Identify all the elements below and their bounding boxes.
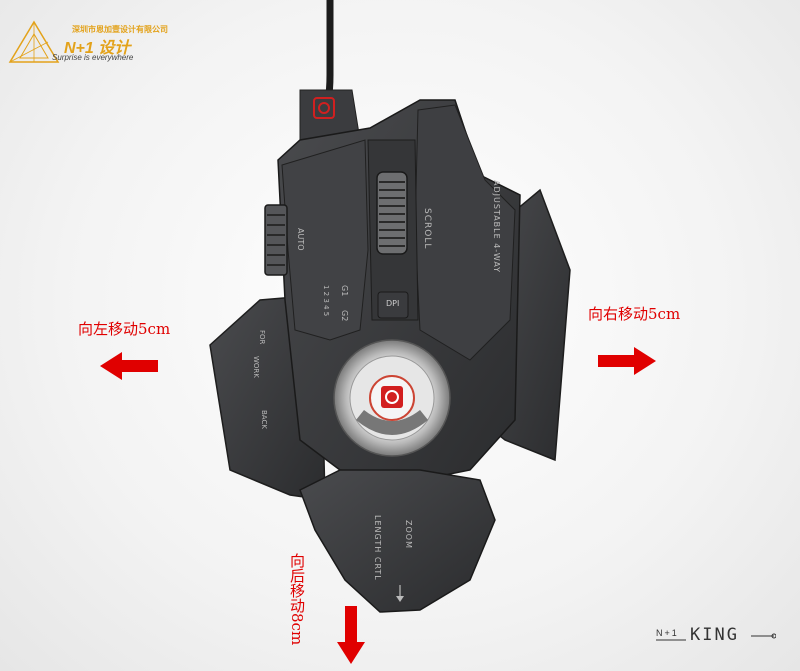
left-button xyxy=(281,139,369,341)
brand-prefix: N+1 xyxy=(656,628,679,638)
arrow-left-icon xyxy=(100,352,158,380)
company-logo: 深圳市恩加壹设计有限公司 N+1 设计 Surprise is everywhe… xyxy=(8,18,168,68)
g1-label: G1 xyxy=(340,285,349,297)
brand-name: KING xyxy=(690,625,739,645)
length-ctrl-label: LENGTH CRTL xyxy=(373,515,382,581)
mouse-cable xyxy=(324,0,334,101)
move-left-annotation: 向左移动5cm xyxy=(78,320,171,338)
zoom-label: ZOOM xyxy=(404,520,413,549)
back-label: BACK xyxy=(260,410,268,429)
logo-company-name: 深圳市恩加壹设计有限公司 xyxy=(72,25,168,34)
g2-label: G2 xyxy=(340,310,349,322)
dpi-label: DPI xyxy=(386,299,400,308)
work-label: WORK xyxy=(252,356,260,378)
move-back-annotation: 向后移动8cm xyxy=(288,553,306,646)
adjustable-label: ADJUSTABLE 4-WAY xyxy=(492,180,501,274)
auto-label: AUTO xyxy=(296,228,305,251)
forward-label: FOR xyxy=(258,330,266,345)
dpi-button xyxy=(377,291,409,319)
mode-numbers-label: 1 2 3 4 5 xyxy=(322,285,330,317)
logo-triangle-icon xyxy=(8,20,60,63)
arrow-right-icon xyxy=(598,347,656,375)
logo-main-text: N+1 设计 xyxy=(64,40,131,57)
move-right-annotation: 向右移动5cm xyxy=(588,305,681,323)
brand-mark: N+1 KING xyxy=(656,624,776,648)
side-dial xyxy=(264,204,288,276)
arrow-down-icon xyxy=(337,606,365,664)
brand-underline-icon xyxy=(656,633,776,641)
logo-tagline: Surprise is everywhere xyxy=(52,53,134,62)
palm-rest xyxy=(299,469,496,613)
scroll-label: SCROLL xyxy=(422,208,432,250)
